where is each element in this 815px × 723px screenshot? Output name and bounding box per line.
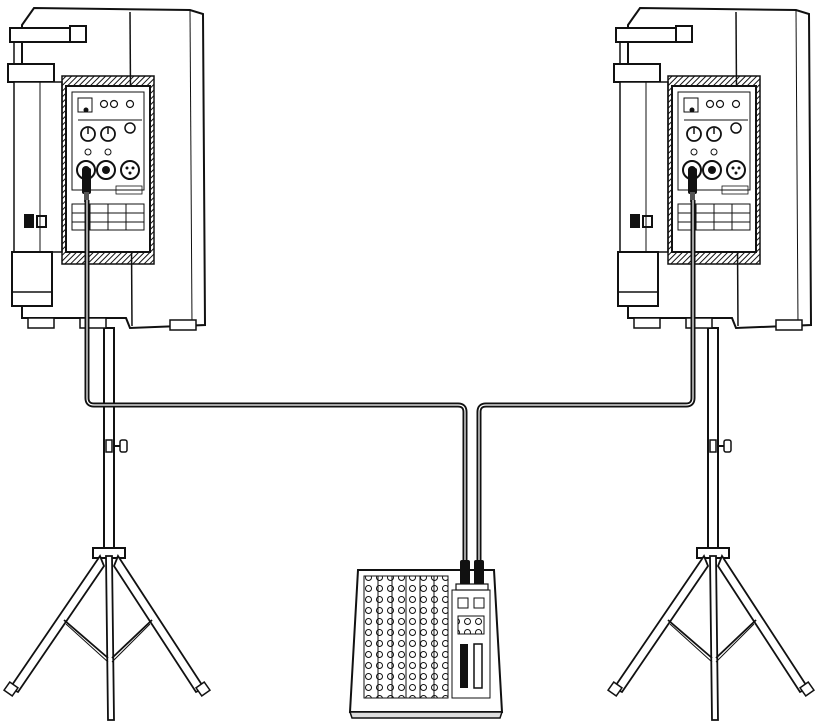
mixer [350,560,502,718]
left-stand [4,328,210,720]
right-speaker [614,8,811,330]
right-stand [608,328,814,720]
left-speaker [8,8,205,330]
